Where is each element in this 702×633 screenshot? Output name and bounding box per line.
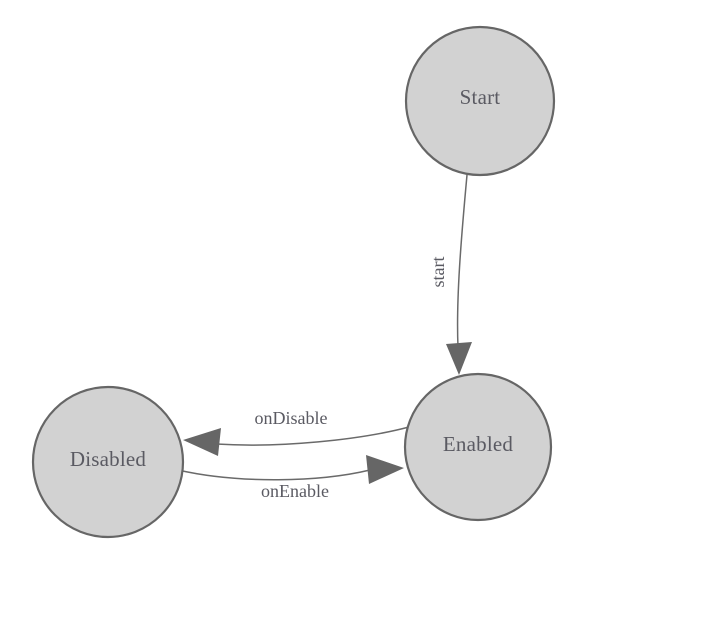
state-node-enabled-shape [403, 372, 553, 522]
state-node-start[interactable]: Start [404, 25, 556, 177]
state-node-start-label: Start [460, 85, 501, 109]
state-node-enabled[interactable]: Enabled [403, 372, 553, 522]
edge-start-to-enabled-arrowhead [446, 342, 472, 375]
state-node-enabled-label: Enabled [443, 432, 514, 456]
edge-enabled-to-disabled-path [215, 426, 410, 446]
state-node-disabled[interactable]: Disabled [31, 385, 185, 539]
state-node-disabled-shape [31, 385, 185, 539]
edge-start-to-enabled[interactable]: start [428, 174, 472, 375]
state-node-start-shape [404, 25, 556, 177]
edge-disabled-to-enabled-label: onEnable [261, 481, 329, 501]
edge-enabled-to-disabled-label: onDisable [255, 408, 328, 428]
edge-disabled-to-enabled-arrowhead [366, 455, 404, 484]
edge-start-to-enabled-path [456, 174, 468, 348]
edge-disabled-to-enabled[interactable]: onEnable [177, 455, 404, 501]
state-node-disabled-label: Disabled [70, 447, 147, 471]
edge-enabled-to-disabled[interactable]: onDisable [183, 408, 410, 456]
edge-start-to-enabled-label: start [428, 257, 448, 288]
edge-disabled-to-enabled-path [177, 469, 371, 481]
edge-enabled-to-disabled-arrowhead [183, 428, 221, 456]
